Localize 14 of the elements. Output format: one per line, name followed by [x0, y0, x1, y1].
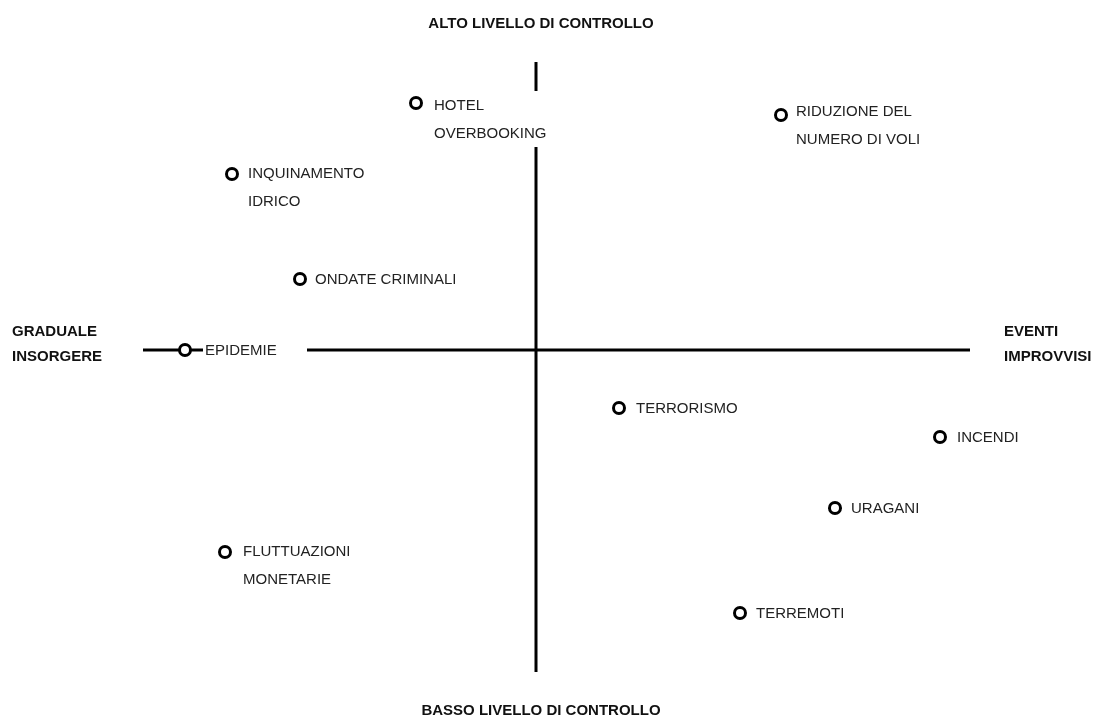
point-marker — [225, 167, 239, 181]
axis-label: BASSO LIVELLO DI CONTROLLO — [421, 700, 661, 717]
point-marker — [293, 272, 307, 286]
point-marker — [933, 430, 947, 444]
point-marker — [612, 401, 626, 415]
point-marker — [218, 545, 232, 559]
point-marker — [828, 501, 842, 515]
axis-label: GRADUALE INSORGERE — [12, 321, 103, 366]
axis-label: EVENTI IMPROVVISI — [1004, 321, 1093, 366]
point-marker — [733, 606, 747, 620]
point-marker — [774, 108, 788, 122]
point-marker — [178, 343, 192, 357]
point-marker — [409, 96, 423, 110]
axis-label: ALTO LIVELLO DI CONTROLLO — [428, 13, 654, 33]
